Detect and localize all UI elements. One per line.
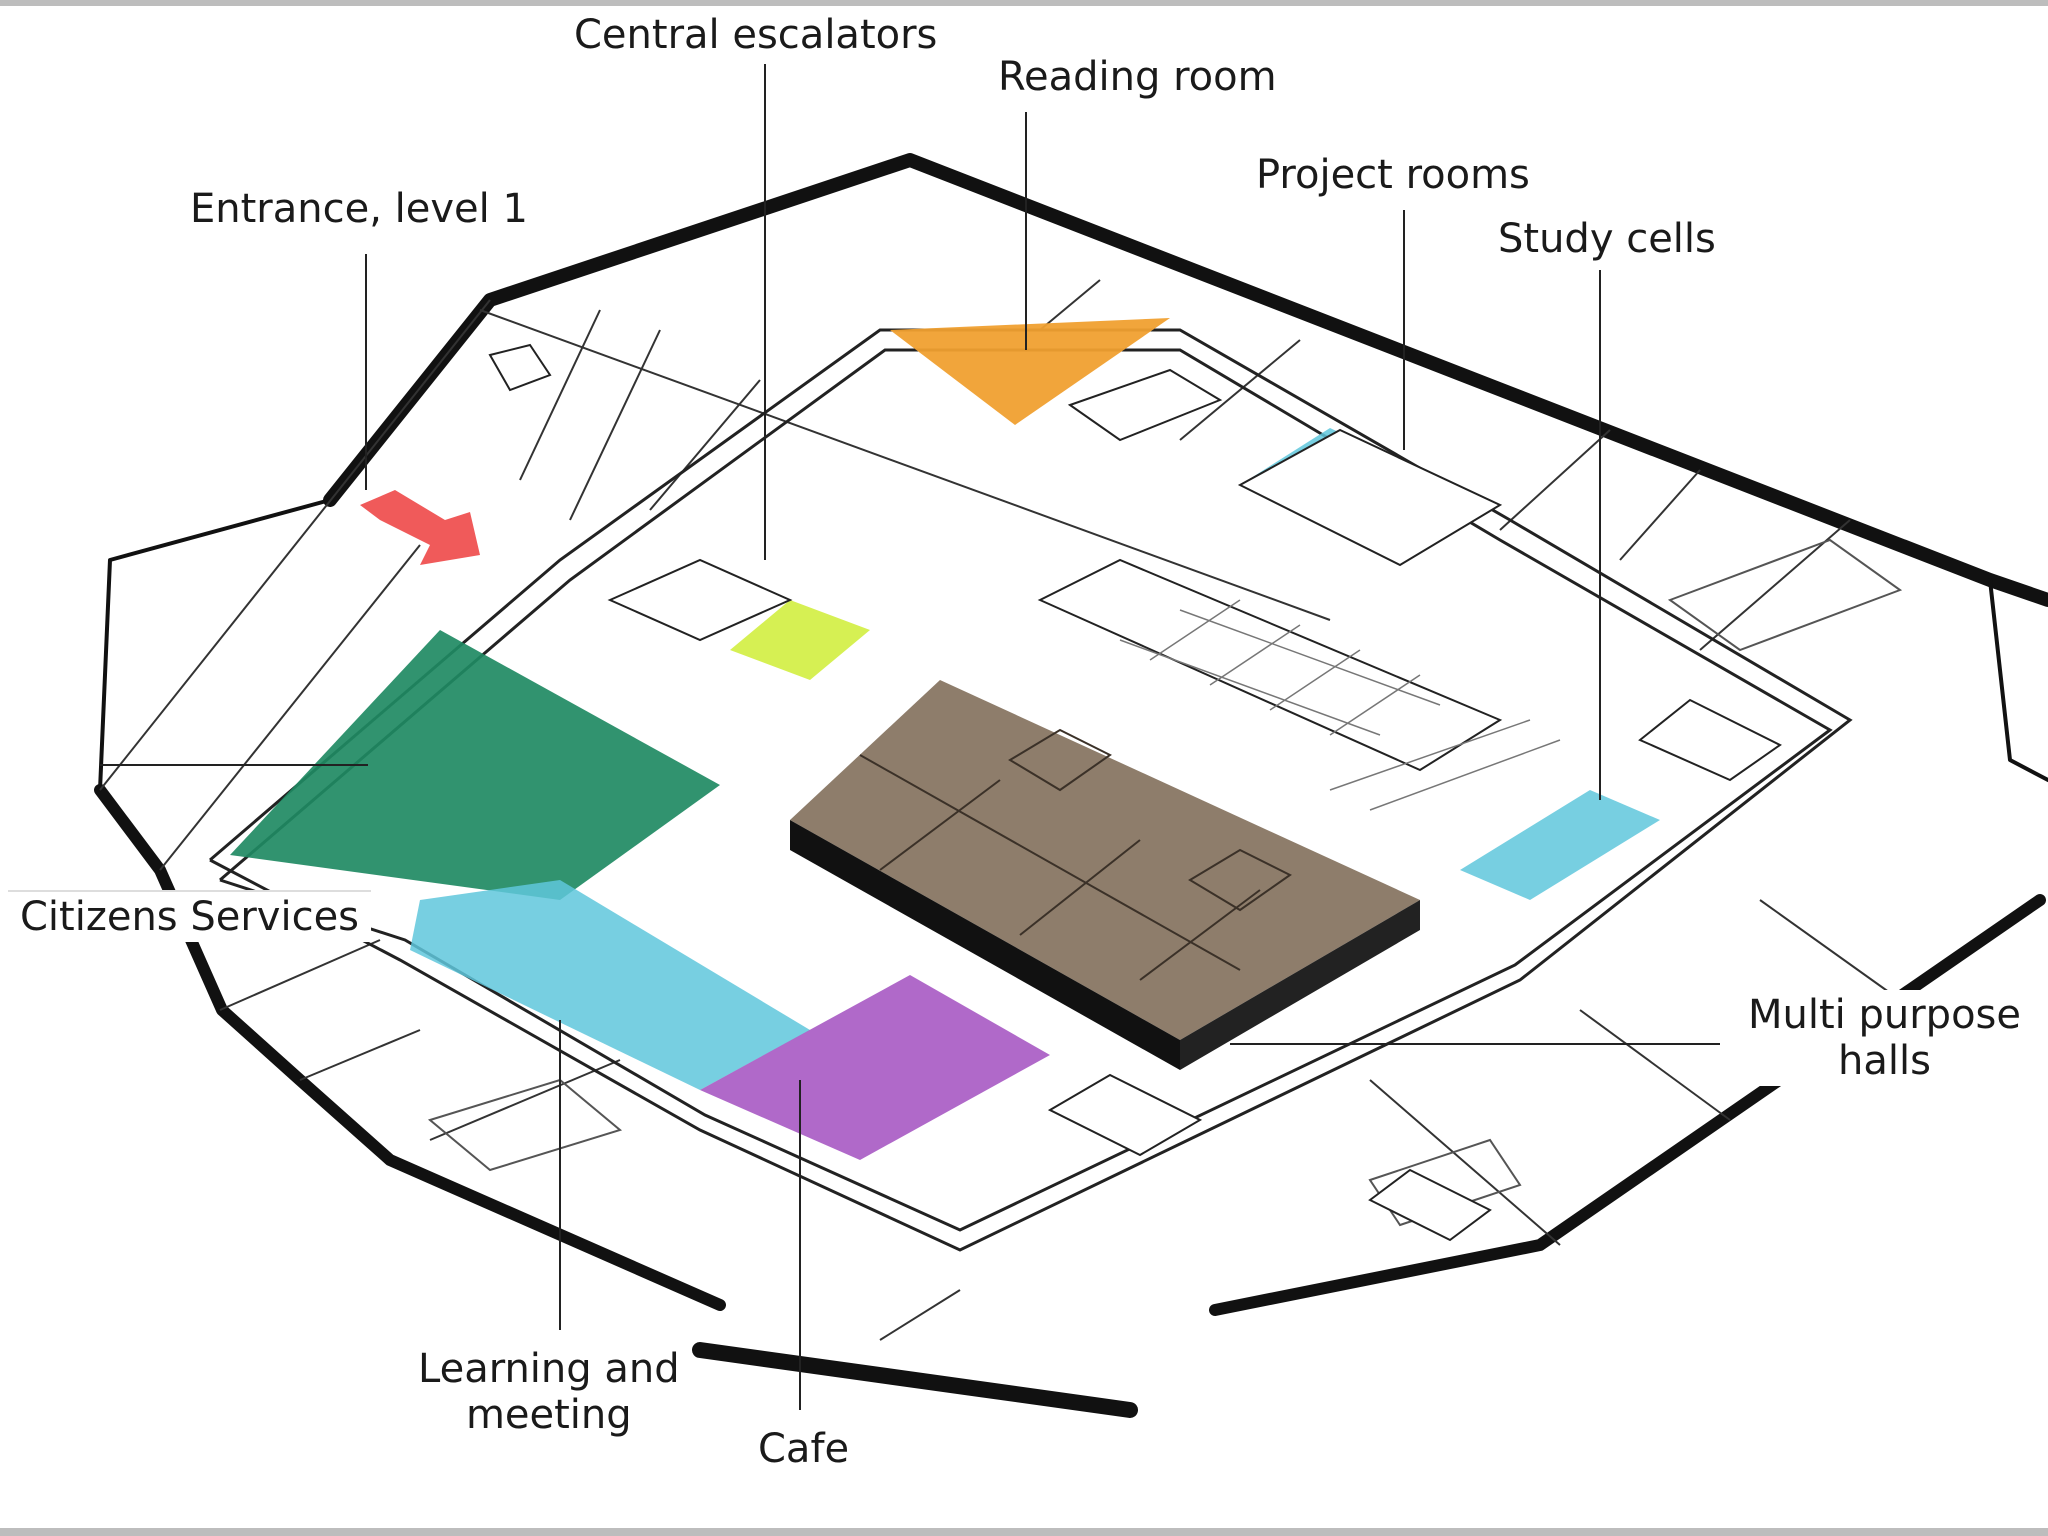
- label-cafe: Cafe: [746, 1424, 862, 1474]
- leader-lines: [100, 64, 1720, 1410]
- label-entrance: Entrance, level 1: [178, 184, 540, 234]
- zone-reading-room: [890, 318, 1170, 425]
- entrance-text: Entrance, level 1: [190, 186, 528, 232]
- top-frame-edge: [0, 0, 2048, 6]
- central-escalators-text: Central escalators: [574, 12, 938, 58]
- zone-learning-meeting: [410, 880, 810, 1090]
- entrance-arrow: [360, 490, 480, 565]
- label-citizens-services: Citizens Services: [8, 890, 372, 942]
- learning-line-1: Learning and: [418, 1346, 680, 1392]
- multi-purpose-line-2: halls: [1838, 1038, 1931, 1084]
- study-area-grid: [1119, 599, 1561, 811]
- project-rooms-text: Project rooms: [1256, 152, 1530, 198]
- zone-central-escalators: [730, 600, 870, 680]
- zone-study-cells: [1460, 790, 1660, 900]
- label-learning-meeting: Learning and meeting: [406, 1344, 692, 1440]
- learning-line-2: meeting: [465, 1392, 632, 1438]
- label-study-cells: Study cells: [1486, 214, 1728, 264]
- cafe-text: Cafe: [758, 1426, 850, 1472]
- multi-purpose-line-1: Multi purpose: [1748, 992, 2021, 1038]
- label-reading-room: Reading room: [986, 52, 1289, 102]
- floor-edge: [209, 328, 1853, 1252]
- room-modules: [488, 343, 1782, 1242]
- reading-room-text: Reading room: [998, 54, 1277, 100]
- zone-citizens-services: [230, 630, 720, 900]
- zone-cafe: [700, 975, 1050, 1160]
- multi-purpose-halls-block: [790, 680, 1420, 1070]
- terrace-lines: [99, 279, 1901, 1341]
- citizens-services-text: Citizens Services: [20, 894, 360, 940]
- bottom-frame-edge: [0, 1528, 2048, 1536]
- label-central-escalators: Central escalators: [562, 10, 950, 60]
- study-cells-text: Study cells: [1498, 216, 1716, 262]
- label-project-rooms: Project rooms: [1244, 150, 1542, 200]
- label-multi-purpose-halls: Multi purpose halls: [1736, 990, 2033, 1086]
